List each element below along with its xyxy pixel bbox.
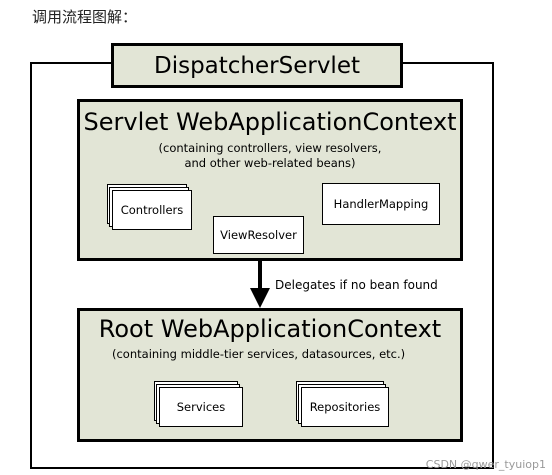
services-label: Services	[176, 400, 226, 414]
view-resolver-bean: ViewResolver	[213, 216, 304, 254]
root-context-subtitle: (containing middle-tier services, dataso…	[112, 347, 406, 361]
servlet-context-subtitle-line1: (containing controllers, view resolvers,	[158, 141, 382, 155]
handler-mapping-label: HandlerMapping	[333, 197, 429, 211]
servlet-web-application-context: Servlet WebApplicationContext (containin…	[77, 99, 463, 261]
delegation-arrow-label: Delegates if no bean found	[275, 278, 438, 292]
view-resolver-label: ViewResolver	[220, 228, 297, 242]
root-context-title: Root WebApplicationContext	[98, 315, 442, 343]
controllers-bean: Controllers	[112, 190, 192, 230]
delegation-arrow-head	[250, 288, 270, 308]
repositories-label: Repositories	[309, 400, 381, 414]
controllers-label: Controllers	[120, 203, 184, 217]
dispatcher-servlet-box: DispatcherServlet	[111, 43, 403, 88]
diagram-caption: 调用流程图解：	[32, 8, 138, 26]
repositories-bean: Repositories	[301, 387, 389, 427]
root-web-application-context: Root WebApplicationContext (containing m…	[77, 308, 463, 442]
servlet-context-title: Servlet WebApplicationContext	[83, 108, 457, 136]
handler-mapping-bean: HandlerMapping	[322, 183, 440, 225]
servlet-context-subtitle-line2: and other web-related beans)	[184, 156, 356, 170]
dispatcher-servlet-label: DispatcherServlet	[153, 52, 360, 79]
watermark: CSDN @qwer_tyuiop1	[425, 458, 546, 471]
services-bean: Services	[159, 387, 243, 427]
